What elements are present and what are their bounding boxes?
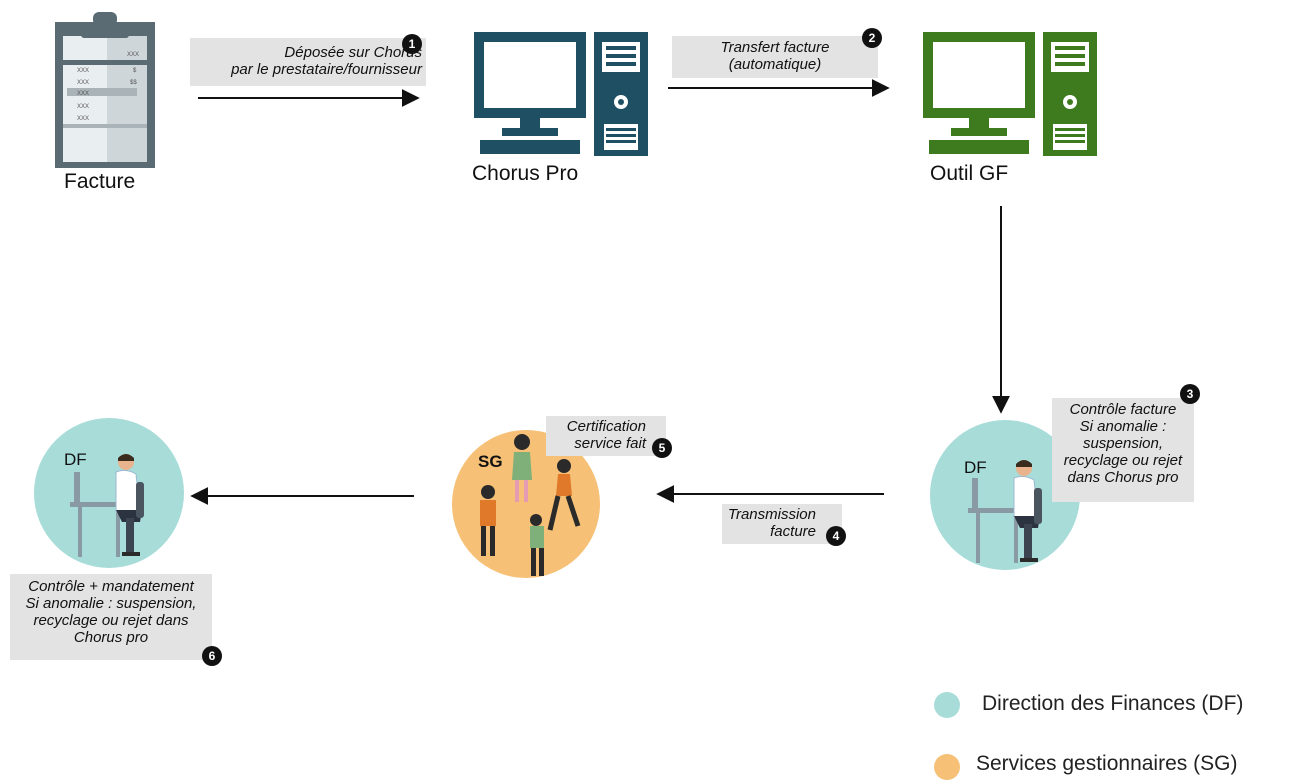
step-1-badge: 1 [402,34,422,54]
step-3-badge: 3 [1180,384,1200,404]
legend-sg-swatch [934,754,960,780]
step-3-line4: recyclage ou rejet [1063,452,1183,469]
step-3-line1: Contrôle facture [1069,401,1177,418]
step-3-line2: Si anomalie : [1079,418,1167,435]
step-2-label: Transfert facture (automatique) [672,36,878,78]
invoice-line: XXX [77,68,89,74]
step-5-badge: 5 [652,438,672,458]
invoice-line: XXX [77,104,89,110]
step-5-line1: Certification [566,418,646,435]
invoice-line: XXX [77,116,89,122]
step-6-line2: Si anomalie : suspension, [25,595,197,612]
person-at-desk-icon [968,460,1042,563]
step-6-label: Contrôle + mandatement Si anomalie : sus… [10,574,212,660]
df-right-tag: DF [964,458,987,477]
person-at-desk-icon [70,454,144,557]
outil-gf-computer-icon [923,32,1097,156]
step-4-line2: facture [770,523,816,540]
step-4-label: Transmission facture [722,504,842,544]
step-1-line1: Déposée sur Chorus [284,44,422,61]
step-3-line3: suspension, [1082,435,1164,452]
invoice-clipboard-icon: XXX XXX $ XXX $$ XXX XXX XXX [55,12,155,168]
team-people-icon [480,434,581,576]
facture-label: Facture [64,170,136,193]
step-6-line4: Chorus pro [73,629,149,646]
step-2-line1: Transfert facture [720,39,830,56]
invoice-line: $$ [130,80,137,86]
legend-df-swatch [934,692,960,718]
chorus-pro-computer-icon [474,32,648,156]
df-left-circle [34,418,184,568]
step-2-line2: (automatique) [728,56,822,73]
step-5-label: Certification service fait [546,416,666,456]
sg-tag: SG [478,452,503,471]
step-1-label: Déposée sur Chorus par le prestataire/fo… [190,38,426,86]
step-5-line2: service fait [574,435,646,452]
df-left-tag: DF [64,450,87,469]
invoice-line: XXX [77,80,89,86]
step-3-line5: dans Chorus pro [1067,469,1179,486]
step-6-line1: Contrôle + mandatement [28,578,194,595]
step-6-line3: recyclage ou rejet dans [33,612,189,629]
step-6-badge: 6 [202,646,222,666]
step-1-line2: par le prestataire/fournisseur [231,61,422,78]
legend-df-label: Direction des Finances (DF) [982,692,1244,715]
step-3-label: Contrôle facture Si anomalie : suspensio… [1052,398,1194,502]
invoice-line: XXX [77,91,89,97]
step-2-badge: 2 [862,28,882,48]
invoice-line: XXX [127,52,139,58]
step-4-badge: 4 [826,526,846,546]
invoice-line: $ [133,68,137,74]
legend-sg-label: Services gestionnaires (SG) [976,752,1238,775]
outil-gf-label: Outil GF [930,162,1009,185]
chorus-pro-label: Chorus Pro [472,162,579,185]
step-4-line1: Transmission [727,506,816,523]
